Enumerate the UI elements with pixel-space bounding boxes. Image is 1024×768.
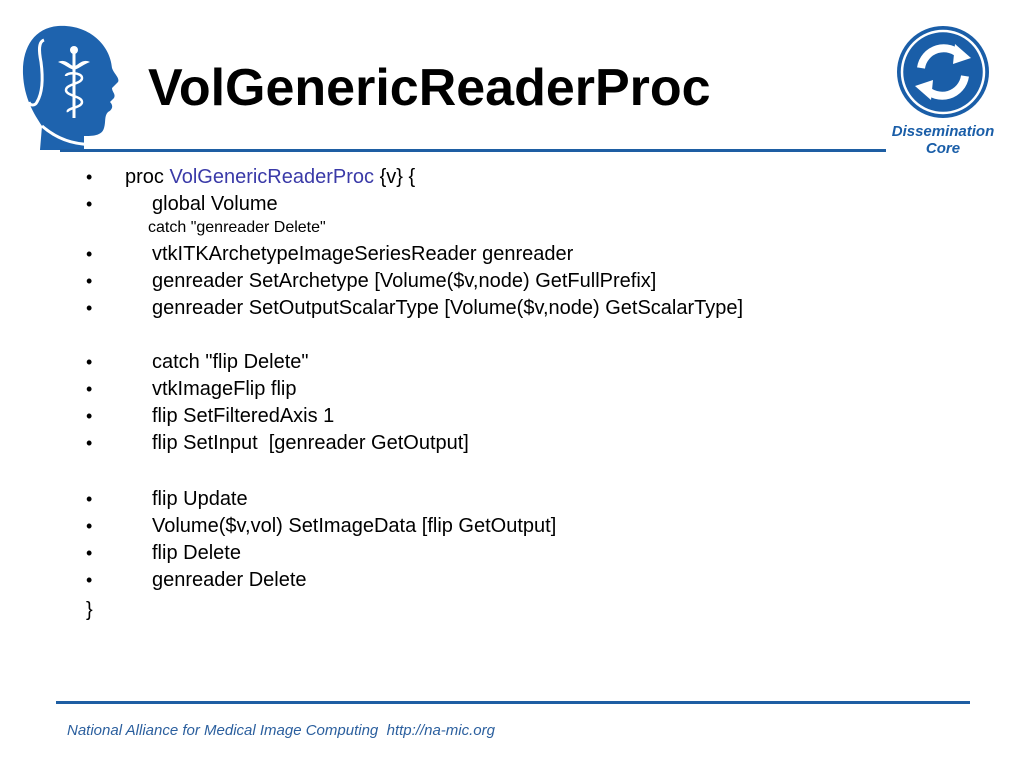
code-line: genreader SetOutputScalarType [Volume($v…	[152, 297, 744, 319]
code-line: genreader Delete	[152, 569, 307, 591]
code-line: flip SetFilteredAxis 1	[152, 405, 335, 427]
page-title: VolGenericReaderProc	[148, 59, 711, 117]
bullet: •	[86, 516, 93, 536]
dissemination-core-label: Dissemination Core	[878, 123, 1008, 157]
bullet: •	[86, 167, 93, 187]
code-line: proc VolGenericReaderProc {v} {	[125, 164, 415, 191]
bullet: •	[86, 570, 93, 590]
bullet: •	[86, 433, 93, 453]
closing-brace: }	[86, 599, 93, 621]
bullet: •	[86, 543, 93, 563]
code-line: catch "flip Delete"	[152, 351, 309, 373]
footer-divider	[56, 701, 970, 704]
proc-name: VolGenericReaderProc	[169, 166, 375, 188]
bullet: •	[86, 379, 93, 399]
footer-text: National Alliance for Medical Image Comp…	[67, 722, 495, 739]
code-line: Volume($v,vol) SetImageData [flip GetOut…	[152, 515, 557, 537]
bullet: •	[86, 298, 93, 318]
code-line: flip Update	[152, 488, 248, 510]
bullet: •	[86, 352, 93, 372]
bullet: •	[86, 244, 93, 264]
bullet: •	[86, 271, 93, 291]
code-keyword: proc	[125, 166, 170, 188]
bullet: •	[86, 489, 93, 509]
code-line: vtkImageFlip flip	[152, 378, 297, 400]
code-line: vtkITKArchetypeImageSeriesReader genread…	[152, 243, 574, 265]
title-divider	[60, 149, 886, 152]
refresh-arrows-icon	[897, 26, 989, 118]
logo-text-line-2: Core	[925, 140, 961, 157]
code-line: flip SetInput [genreader GetOutput]	[152, 432, 469, 454]
code-line: flip Delete	[152, 542, 241, 564]
code-line: global Volume	[152, 193, 278, 215]
code-list: • proc VolGenericReaderProc {v} { • glob…	[86, 164, 744, 621]
bullet: •	[86, 406, 93, 426]
bullet: •	[86, 194, 93, 214]
code-args: {v} {	[374, 166, 416, 188]
namic-head-caduceus-icon	[22, 25, 119, 151]
code-line: catch "genreader Delete"	[148, 219, 326, 236]
code-line: genreader SetArchetype [Volume($v,node) …	[152, 270, 657, 292]
logo-text-line-1: Dissemination	[891, 123, 995, 140]
